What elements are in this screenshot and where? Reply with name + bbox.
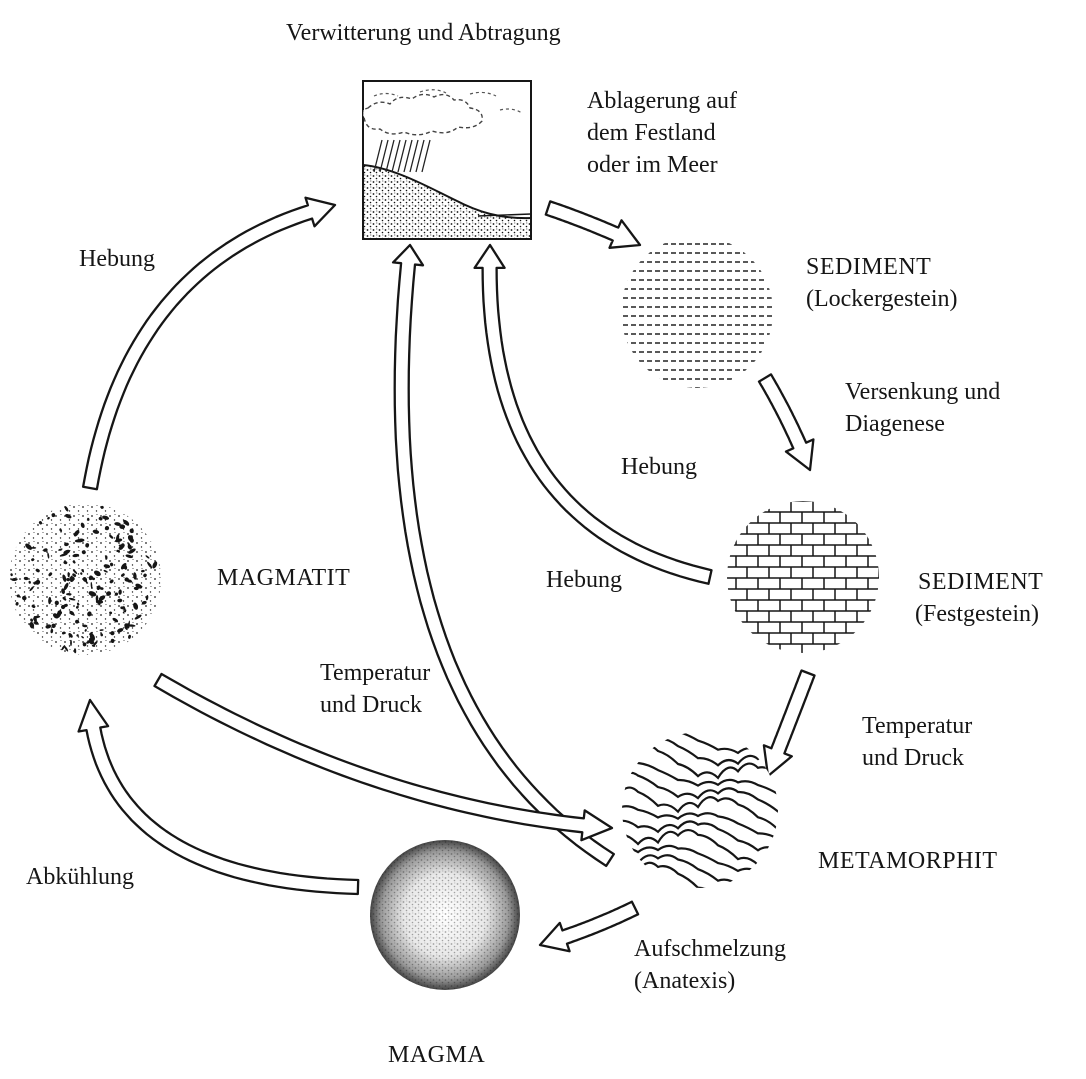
weathering-landscape-image (363, 81, 531, 239)
sediment-solid-title: SEDIMENT (918, 567, 1043, 597)
metamorphism-right-arrow (764, 671, 815, 777)
temp-pressure-center-line2: und Druck (320, 690, 422, 720)
deposition-label-line1: Ablagerung auf (587, 86, 737, 116)
deposition-label-line3: oder im Meer (587, 150, 718, 180)
weathering-erosion-label: Verwitterung und Abtragung (286, 18, 561, 48)
metamorphite-title: METAMORPHIT (818, 846, 998, 876)
melting-arrow (540, 902, 638, 952)
temp-pressure-right-line2: und Druck (862, 743, 964, 773)
burial-diagenesis-label-line2: Diagenese (845, 409, 945, 439)
uplift-left-arrow (83, 198, 335, 490)
magma-title: MAGMA (388, 1040, 485, 1070)
magmatite-title: MAGMATIT (217, 563, 350, 593)
deposition-label-line2: dem Festland (587, 118, 716, 148)
sediment-solid-image (725, 501, 881, 655)
sediment-solid-subtitle: (Festgestein) (915, 599, 1039, 629)
sediment-loose-title: SEDIMENT (806, 252, 931, 282)
temp-pressure-center-line1: Temperatur (320, 658, 430, 688)
uplift-inner-label: Hebung (621, 452, 697, 482)
burial-arrow (759, 374, 813, 470)
magmatite-image (9, 503, 161, 655)
deposition-arrow (546, 201, 640, 247)
uplift-inner-arrow (475, 245, 712, 584)
melting-label-line2: (Anatexis) (634, 966, 735, 996)
sediment-loose-image (618, 244, 776, 388)
sediment-loose-subtitle: (Lockergestein) (806, 284, 958, 314)
uplift-left-label: Hebung (79, 244, 155, 274)
burial-diagenesis-label-line1: Versenkung und (845, 377, 1000, 407)
cooling-label: Abkühlung (26, 862, 134, 892)
magma-image (370, 840, 520, 990)
melting-label-line1: Aufschmelzung (634, 934, 786, 964)
uplift-center-label: Hebung (546, 565, 622, 595)
temp-pressure-right-line1: Temperatur (862, 711, 972, 741)
uplift-center-arrow (393, 245, 614, 866)
